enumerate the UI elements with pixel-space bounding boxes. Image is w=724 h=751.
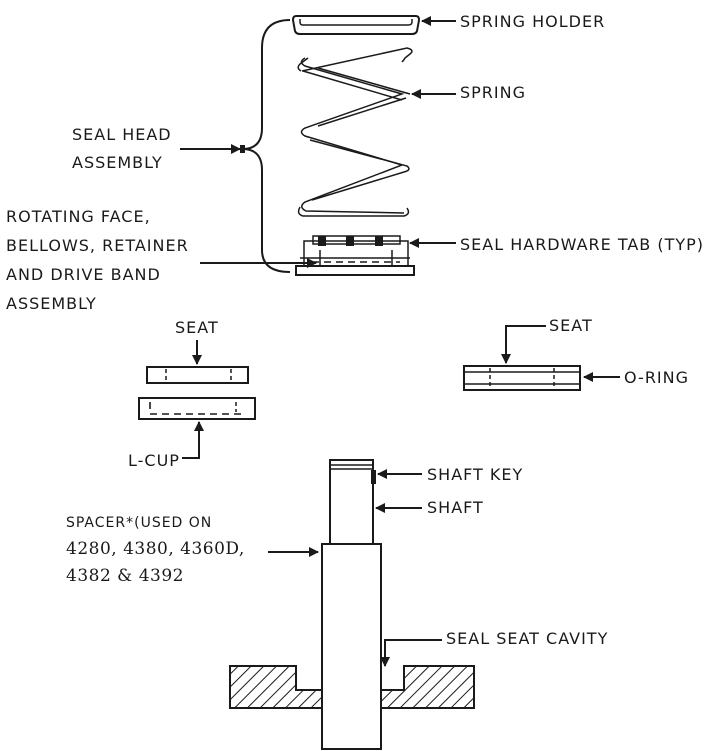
seal-seat-cavity-label: SEAL SEAT CAVITY	[446, 629, 608, 648]
seat-left	[146, 366, 249, 384]
seat-right-with-o-ring	[463, 365, 581, 391]
rotating-face-label-line1: ROTATING FACE,	[6, 207, 151, 226]
seat-left-label: SEAT	[175, 318, 219, 337]
l-cup	[138, 397, 256, 420]
shaft-label: SHAFT	[427, 498, 484, 517]
spring-holder-callout: SPRING HOLDER	[421, 12, 605, 31]
o-ring-callout: O-RING	[583, 368, 689, 387]
rotating-face-label-line2: BELLOWS, RETAINER	[6, 236, 189, 255]
spacer-label-line2: 4280, 4380, 4360D,	[66, 539, 245, 559]
seat-left-callout: SEAT	[175, 318, 219, 365]
spring-callout: SPRING	[411, 83, 526, 102]
rotating-face-callout: ROTATING FACE, BELLOWS, RETAINER AND DRI…	[6, 207, 317, 313]
seal-head-label-line2: ASSEMBLY	[72, 153, 163, 172]
rotating-face-label-line4: ASSEMBLY	[6, 294, 97, 313]
seat-right-label: SEAT	[549, 316, 593, 335]
spacer-label-line1: SPACER*(USED ON	[66, 515, 212, 531]
seat-right-callout: SEAT	[501, 316, 593, 364]
o-ring-label: O-RING	[624, 368, 689, 387]
shaft-key-callout: SHAFT KEY	[377, 465, 523, 484]
spring-holder-label: SPRING HOLDER	[460, 12, 605, 31]
l-cup-callout: L-CUP	[128, 421, 204, 470]
seal-hardware-tab-callout: SEAL HARDWARE TAB (TYP)	[409, 235, 704, 254]
spacer-callout: SPACER*(USED ON 4280, 4380, 4360D, 4382 …	[66, 515, 319, 586]
rotating-face-label-line3: AND DRIVE BAND	[6, 265, 161, 284]
shaft-key-label: SHAFT KEY	[427, 465, 523, 484]
spring	[297, 47, 413, 217]
rotating-face-assembly	[295, 235, 415, 276]
shaft-callout: SHAFT	[375, 498, 484, 517]
seal-head-bracket: SEAL HEAD ASSEMBLY	[72, 19, 291, 273]
seal-seat-cavity-callout: SEAL SEAT CAVITY	[380, 629, 608, 667]
spacer	[321, 543, 382, 750]
l-cup-label: L-CUP	[128, 451, 180, 470]
seal-seat-cavity	[229, 665, 475, 709]
seal-head-label-line1: SEAL HEAD	[72, 125, 172, 144]
shaft	[329, 459, 376, 545]
spring-holder	[291, 15, 421, 35]
seal-hardware-tab-label: SEAL HARDWARE TAB (TYP)	[460, 235, 704, 254]
spacer-label-line3: 4382 & 4392	[66, 566, 184, 586]
spring-label: SPRING	[460, 83, 526, 102]
